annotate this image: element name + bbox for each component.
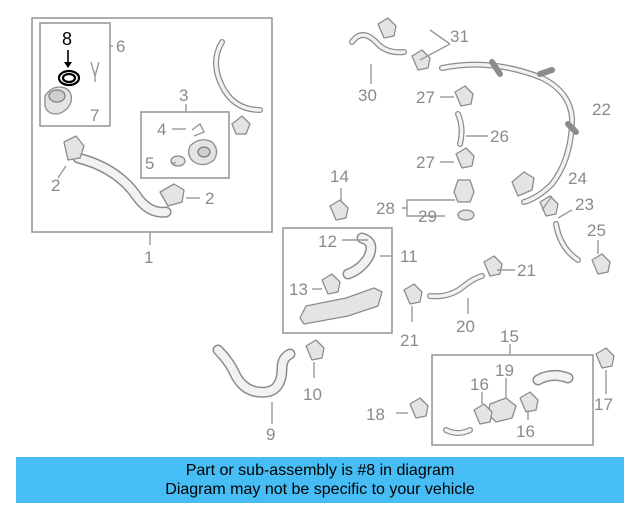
clamp-part-25 — [591, 253, 611, 275]
callout-23: 23 — [575, 195, 594, 214]
callout-2a: 2 — [51, 176, 60, 195]
clamp-part-2b — [159, 183, 185, 207]
clamp-part-16b — [519, 391, 539, 413]
clip-part-7 — [90, 61, 100, 82]
part-notice-banner: Part or sub-assembly is #8 in diagram Di… — [16, 457, 624, 503]
callout-28: 28 — [376, 199, 395, 218]
notice-line-2: Diagram may not be specific to your vehi… — [165, 481, 475, 498]
oring-part-29 — [457, 209, 475, 221]
subassembly-3-box — [140, 111, 230, 179]
connector-part-6 — [44, 86, 73, 115]
assembly-11-box — [282, 227, 393, 334]
hose-upper-part-1 — [213, 39, 263, 135]
bracket-part-4 — [191, 122, 205, 137]
callout-6: 6 — [116, 37, 125, 56]
callout-1: 1 — [144, 248, 153, 267]
hose-part-9 — [212, 344, 296, 398]
hose-part-12 — [342, 232, 377, 280]
callout-10: 10 — [303, 385, 322, 404]
clamp-part-27b — [455, 147, 475, 169]
hose-lower-part-15 — [443, 427, 473, 436]
callout-27a: 27 — [416, 88, 435, 107]
callout-20: 20 — [456, 317, 475, 336]
callout-15: 15 — [500, 327, 519, 346]
clamp-part-21a — [483, 255, 503, 277]
callout-22: 22 — [592, 100, 611, 119]
valve-part-15 — [487, 397, 517, 423]
oring-part-5 — [170, 155, 186, 167]
clamp-part-27a — [454, 85, 474, 107]
hose-part-19 — [532, 369, 574, 386]
pipe-part-22 — [439, 59, 579, 205]
callout-8-arrowhead — [64, 62, 72, 68]
callout-4: 4 — [157, 120, 166, 139]
clamp-part-21b — [403, 283, 423, 305]
callout-30: 30 — [358, 86, 377, 105]
clamp-part-13 — [321, 273, 341, 295]
clamp-part-16a — [473, 403, 493, 425]
callout-11: 11 — [400, 247, 418, 266]
callout-14: 14 — [330, 167, 349, 186]
callout-12: 12 — [318, 232, 337, 251]
seal-ring-part-8[interactable] — [57, 69, 81, 87]
clamp-part-24 — [539, 195, 559, 217]
hose-part-26 — [455, 111, 465, 147]
parts-diagram: 8 6 7 3 4 5 2 2 1 31 30 27 22 26 27 28 2… — [31, 17, 615, 446]
callout-2b: 2 — [205, 189, 214, 208]
callout-19: 19 — [495, 361, 514, 380]
callout-21a: 21 — [517, 261, 536, 280]
callout-16a: 16 — [470, 375, 489, 394]
callout-13: 13 — [289, 280, 308, 299]
callout-8: 8 — [62, 29, 72, 49]
notice-line-1: Part or sub-assembly is #8 in diagram — [185, 462, 455, 479]
callout-7: 7 — [90, 106, 99, 125]
leader-lines — [57, 29, 607, 424]
callout-9: 9 — [266, 425, 275, 444]
callout-16b: 16 — [516, 422, 535, 441]
clamp-part-17 — [595, 347, 615, 369]
valve-part-28 — [453, 179, 475, 203]
callout-17: 17 — [594, 395, 613, 414]
callout-5: 5 — [145, 154, 154, 173]
callout-31: 31 — [450, 27, 469, 46]
callout-27b: 27 — [416, 153, 435, 172]
callout-21b: 21 — [400, 331, 419, 350]
assembly-1-box — [31, 17, 273, 233]
hose-part-30 — [349, 32, 407, 56]
subassembly-6-box — [39, 22, 111, 127]
clamp-part-10 — [305, 339, 325, 361]
callout-18: 18 — [366, 405, 385, 424]
hose-part-20 — [427, 273, 485, 300]
callout-29: 29 — [418, 207, 437, 226]
hose-part-23 — [553, 221, 581, 263]
assembly-15-box — [431, 354, 594, 446]
clamp-part-14 — [329, 199, 349, 221]
callout-24: 24 — [568, 169, 587, 188]
hose-part-1 — [72, 152, 172, 218]
clamp-part-31a — [377, 17, 397, 39]
callout-26: 26 — [490, 127, 509, 146]
clamp-part-18 — [409, 397, 429, 419]
clamp-part-2a — [63, 135, 85, 161]
pipe-part-11 — [299, 287, 383, 325]
callout-25: 25 — [587, 221, 606, 240]
pump-part-3 — [188, 139, 218, 166]
callout-3: 3 — [179, 86, 188, 105]
